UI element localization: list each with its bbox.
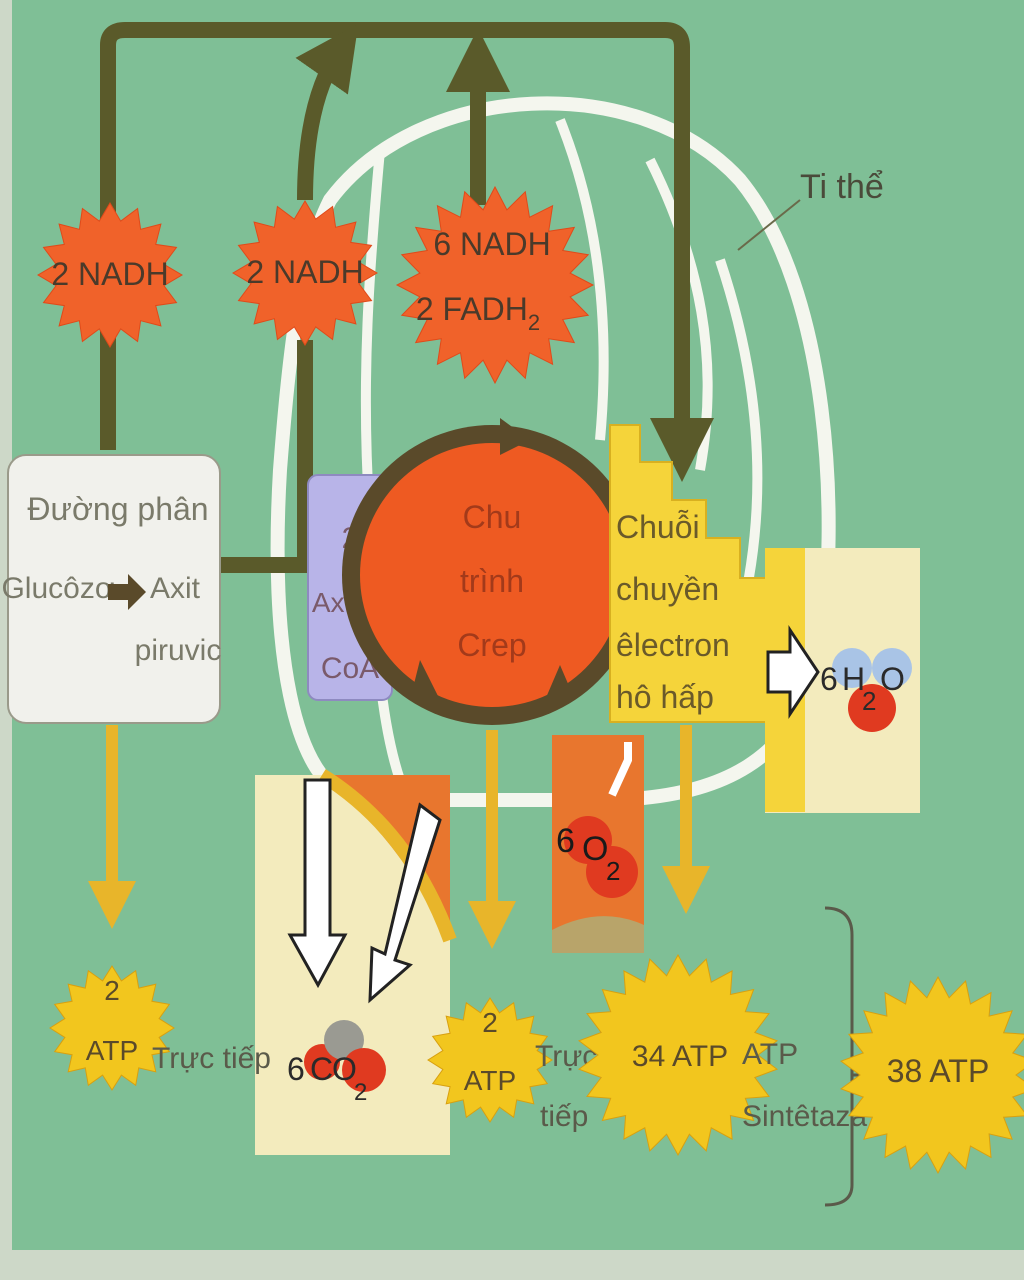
atp-total-label: 38 ATP	[887, 1053, 990, 1089]
h2o-arrow-icon	[766, 625, 820, 719]
atp3-note-2: Sintêtaza	[742, 1100, 867, 1133]
o2-o: O	[582, 830, 608, 868]
mito-label: Ti thể	[800, 168, 884, 206]
nadh-burst-1	[37, 202, 183, 348]
co2-panel-membrane	[318, 769, 457, 943]
co2-arrow-icon-1	[287, 778, 348, 989]
co2-o: O	[332, 1051, 357, 1087]
nadh-label-1: 2 NADH	[51, 256, 168, 292]
fadh-label: 2 FADH2	[416, 291, 540, 335]
o2-sub: 2	[606, 856, 620, 886]
nadh-label-2: 2 NADH	[246, 254, 363, 290]
co2-molecule-c	[324, 1020, 364, 1060]
atp-star-total	[839, 975, 1024, 1175]
h2o-o: O	[880, 661, 905, 697]
piruvic-label: piruvic	[135, 634, 222, 667]
krebs-label-1: Chu	[463, 499, 522, 535]
glucose-label: Glucôzơ	[1, 572, 114, 605]
h2o-coef: 6	[820, 661, 838, 697]
glycolysis-title: Đường phân	[27, 491, 208, 527]
o2-panel-base	[552, 916, 644, 953]
atp1-line1: 2	[104, 975, 120, 1006]
krebs-label-2: trình	[460, 563, 524, 599]
co2-arrow-icon-2	[368, 802, 442, 1004]
mito-leader-line	[737, 199, 801, 251]
nadh-label-3-line1: 6 NADH	[433, 226, 550, 262]
krebs-label-3: Crep	[457, 627, 526, 663]
nadh-burst-3	[395, 185, 595, 385]
atp-star-3	[577, 953, 779, 1157]
atp2-line1: 2	[482, 1007, 498, 1038]
h2o-molecule-o	[848, 684, 896, 732]
h2o-h: H	[842, 661, 865, 697]
o2-coef: 6	[556, 822, 575, 860]
krebs-arrow-icon-left	[410, 660, 440, 700]
atp-flow-arrows	[88, 725, 710, 949]
atp-star-1	[49, 965, 175, 1091]
o2-arrow-icon	[608, 742, 632, 797]
krebs-arrow-icon-top	[500, 418, 530, 455]
co2-c: C	[310, 1051, 333, 1087]
chain-label-2: chuyền	[616, 571, 719, 607]
o2-molecule-2	[586, 846, 638, 898]
glycolysis-arrow-icon	[108, 574, 146, 610]
axit-label: Axit	[150, 572, 201, 605]
chain-label-1: Chuỗi	[616, 509, 700, 545]
h2o-molecule-h1	[832, 648, 872, 688]
atp3-note-1: ATP	[742, 1038, 798, 1071]
h2o-sub: 2	[862, 686, 876, 716]
nadh-burst-2	[232, 200, 378, 346]
atp3-label: 34 ATP	[632, 1040, 728, 1073]
atp-star-2	[427, 997, 553, 1123]
chain-label-4: hô hấp	[616, 679, 714, 715]
atp1-note: Trực tiếp	[152, 1042, 271, 1075]
atp2-note-2: tiếp	[540, 1100, 588, 1133]
chain-label-3: êlectron	[616, 627, 730, 663]
atp1-line2: ATP	[86, 1035, 138, 1066]
krebs-cycle	[360, 443, 624, 707]
co2-coef: 6	[287, 1051, 305, 1087]
atp2-line2: ATP	[464, 1065, 516, 1096]
co2-sub: 2	[354, 1079, 367, 1106]
krebs-arrow-icon-right	[545, 665, 575, 700]
h2o-molecule-h2	[872, 648, 912, 688]
co2-molecule-o2	[342, 1048, 386, 1092]
